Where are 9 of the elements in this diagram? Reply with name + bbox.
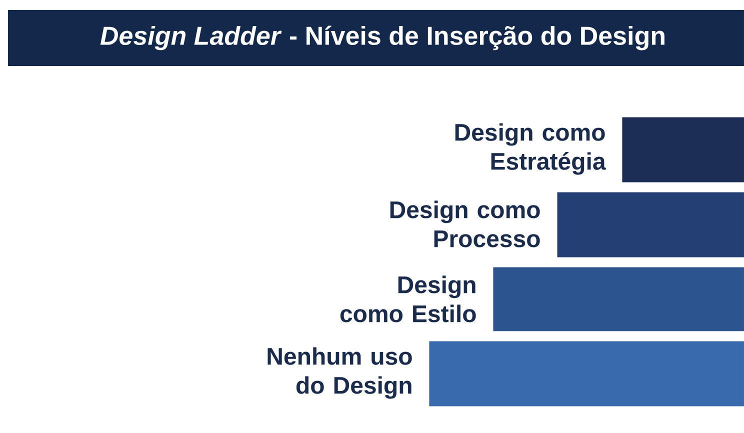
bar-label: Nenhum uso do Design (268, 347, 412, 399)
title-banner: Design Ladder - Níveis de Inserção do Design (8, 10, 744, 66)
bar (429, 341, 744, 406)
bar-label: Design como Estratégia (455, 123, 606, 175)
bar (622, 117, 744, 182)
bar (557, 192, 744, 258)
bar-label: Design como Processo (390, 200, 540, 248)
bar-label: Design como Estilo (340, 276, 476, 322)
bar (493, 267, 744, 332)
